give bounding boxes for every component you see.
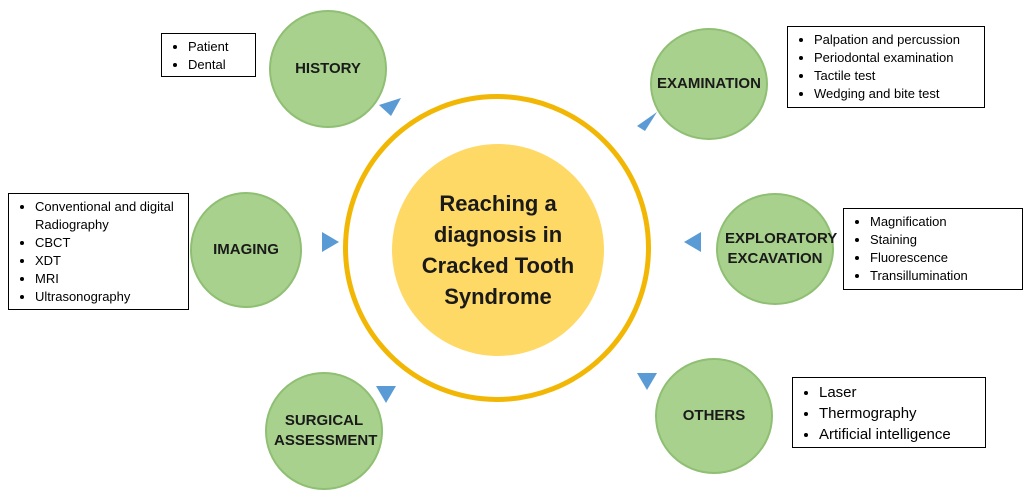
history-node: HISTORY <box>269 10 387 128</box>
exploratory-item: Transillumination <box>870 267 1016 285</box>
examination-item: Periodontal examination <box>814 49 978 67</box>
examination-item: Tactile test <box>814 67 978 85</box>
others-box: Laser Thermography Artificial intelligen… <box>792 377 986 448</box>
arrow-exploratory <box>684 232 701 252</box>
examination-box: Palpation and percussion Periodontal exa… <box>787 26 985 108</box>
examination-item: Palpation and percussion <box>814 31 978 49</box>
history-item: Patient <box>188 38 249 56</box>
exploratory-box: Magnification Staining Fluorescence Tran… <box>843 208 1023 290</box>
exploratory-node: EXPLORATORY EXCAVATION <box>716 193 838 305</box>
exploratory-label: EXPLORATORY EXCAVATION <box>725 230 838 267</box>
exploratory-item: Staining <box>870 231 1016 249</box>
arrow-others <box>637 373 657 390</box>
exploratory-item: Fluorescence <box>870 249 1016 267</box>
history-label: HISTORY <box>295 60 361 77</box>
arrow-examination <box>637 112 657 131</box>
arrow-history <box>379 98 401 116</box>
imaging-item: XDT <box>35 252 182 270</box>
imaging-node: IMAGING <box>190 192 302 308</box>
imaging-item: CBCT <box>35 234 182 252</box>
imaging-item: Conventional and digital Radiography <box>35 198 182 234</box>
imaging-label: IMAGING <box>213 241 279 258</box>
center-label: Reaching a diagnosis in Cracked Tooth Sy… <box>421 191 575 309</box>
history-item: Dental <box>188 56 249 74</box>
imaging-item: Ultrasonography <box>35 288 182 306</box>
others-node: OTHERS <box>655 358 773 474</box>
surgical-node: SURGICAL ASSESSMENT <box>265 372 383 490</box>
others-item: Thermography <box>819 403 979 424</box>
others-label: OTHERS <box>682 407 746 424</box>
exploratory-item: Magnification <box>870 213 1016 231</box>
examination-node: EXAMINATION <box>650 28 768 140</box>
examination-label: EXAMINATION <box>657 75 761 92</box>
others-item: Laser <box>819 382 979 403</box>
arrow-surgical <box>376 386 396 403</box>
examination-item: Wedging and bite test <box>814 85 978 103</box>
history-box: Patient Dental <box>161 33 256 77</box>
imaging-item: MRI <box>35 270 182 288</box>
arrow-imaging <box>322 232 339 252</box>
imaging-box: Conventional and digital Radiography CBC… <box>8 193 189 310</box>
others-item: Artificial intelligence <box>819 424 979 445</box>
center-circle: Reaching a diagnosis in Cracked Tooth Sy… <box>392 144 604 356</box>
surgical-label: SURGICAL ASSESSMENT <box>274 412 378 449</box>
